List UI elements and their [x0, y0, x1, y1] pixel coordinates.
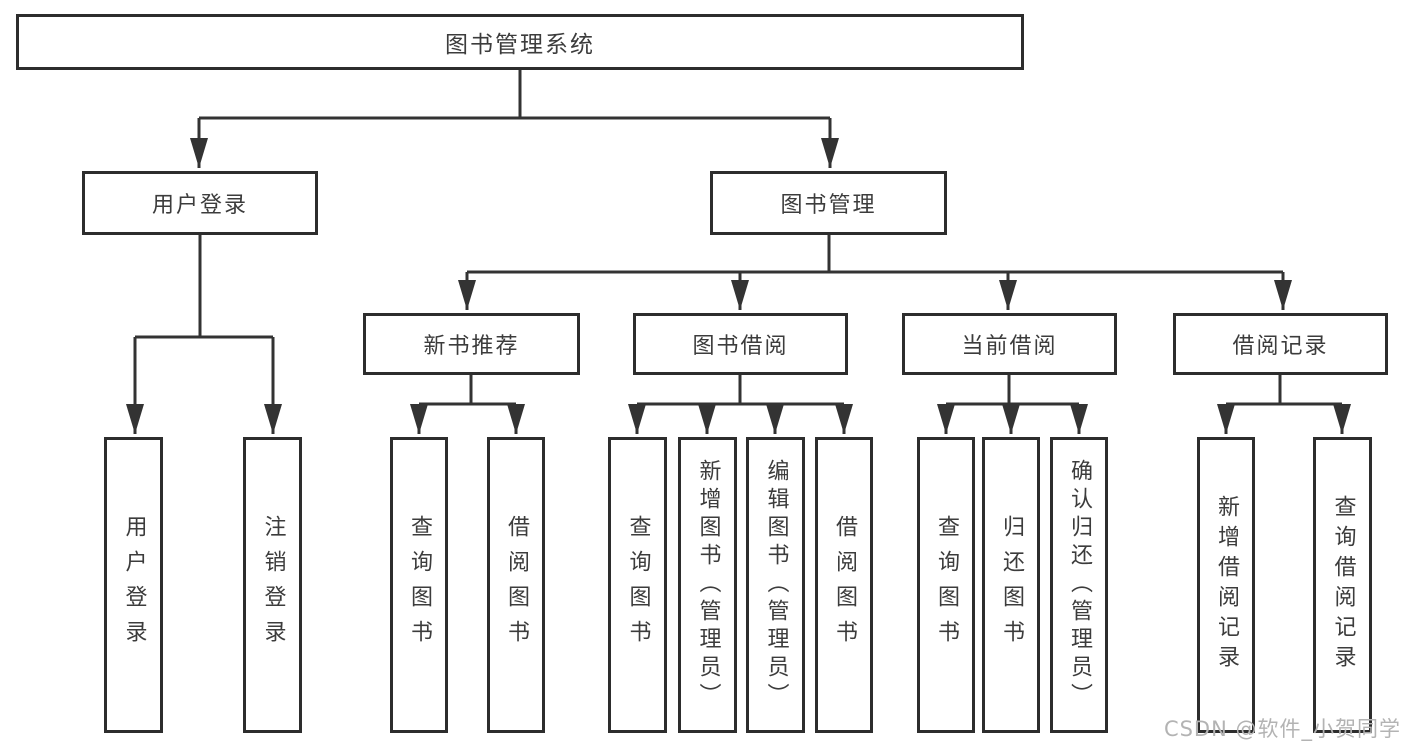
- node-current-borrow: 当前借阅: [902, 313, 1117, 375]
- node-book-mgmt: 图书管理: [710, 171, 947, 235]
- leaf-user-login: 用户登录: [104, 437, 163, 733]
- leaf-label: 新增借阅记录: [1214, 495, 1239, 675]
- node-book-borrow: 图书借阅: [633, 313, 848, 375]
- leaf-label: 查询图书: [625, 515, 651, 655]
- leaf-logout: 注销登录: [243, 437, 302, 733]
- leaf-label: 确认归还（管理员）: [1067, 459, 1092, 711]
- leaf-label: 借阅图书: [832, 515, 857, 655]
- node-new-book-rec: 新书推荐: [363, 313, 580, 375]
- leaf-bb-edit-books: 编辑图书（管理员）: [746, 437, 805, 733]
- leaf-cb-confirm-return: 确认归还（管理员）: [1050, 437, 1108, 733]
- leaf-cb-return-books: 归还图书: [982, 437, 1040, 733]
- leaf-bb-query-books: 查询图书: [608, 437, 667, 733]
- leaf-br-query-record: 查询借阅记录: [1313, 437, 1372, 733]
- leaf-bb-add-books: 新增图书（管理员）: [678, 437, 737, 733]
- node-borrow-records: 借阅记录: [1173, 313, 1388, 375]
- csdn-watermark: CSDN @软件_小贺同学: [1163, 717, 1401, 741]
- leaf-label: 查询图书: [934, 515, 959, 655]
- leaf-nb-borrow-books: 借阅图书: [487, 437, 545, 733]
- leaf-label: 查询图书: [407, 515, 432, 655]
- leaf-bb-borrow-books: 借阅图书: [815, 437, 873, 733]
- leaf-br-add-record: 新增借阅记录: [1197, 437, 1255, 733]
- leaf-label: 借阅图书: [504, 515, 529, 655]
- leaf-label: 查询借阅记录: [1330, 495, 1356, 675]
- node-root: 图书管理系统: [16, 14, 1024, 70]
- leaf-nb-query-books: 查询图书: [390, 437, 448, 733]
- leaf-label: 归还图书: [999, 515, 1024, 655]
- leaf-label: 用户登录: [121, 515, 147, 655]
- node-user-login: 用户登录: [82, 171, 318, 235]
- leaf-label: 编辑图书（管理员）: [763, 459, 789, 711]
- leaf-cb-query-books: 查询图书: [917, 437, 975, 733]
- leaf-label: 注销登录: [260, 515, 286, 655]
- leaf-label: 新增图书（管理员）: [695, 459, 721, 711]
